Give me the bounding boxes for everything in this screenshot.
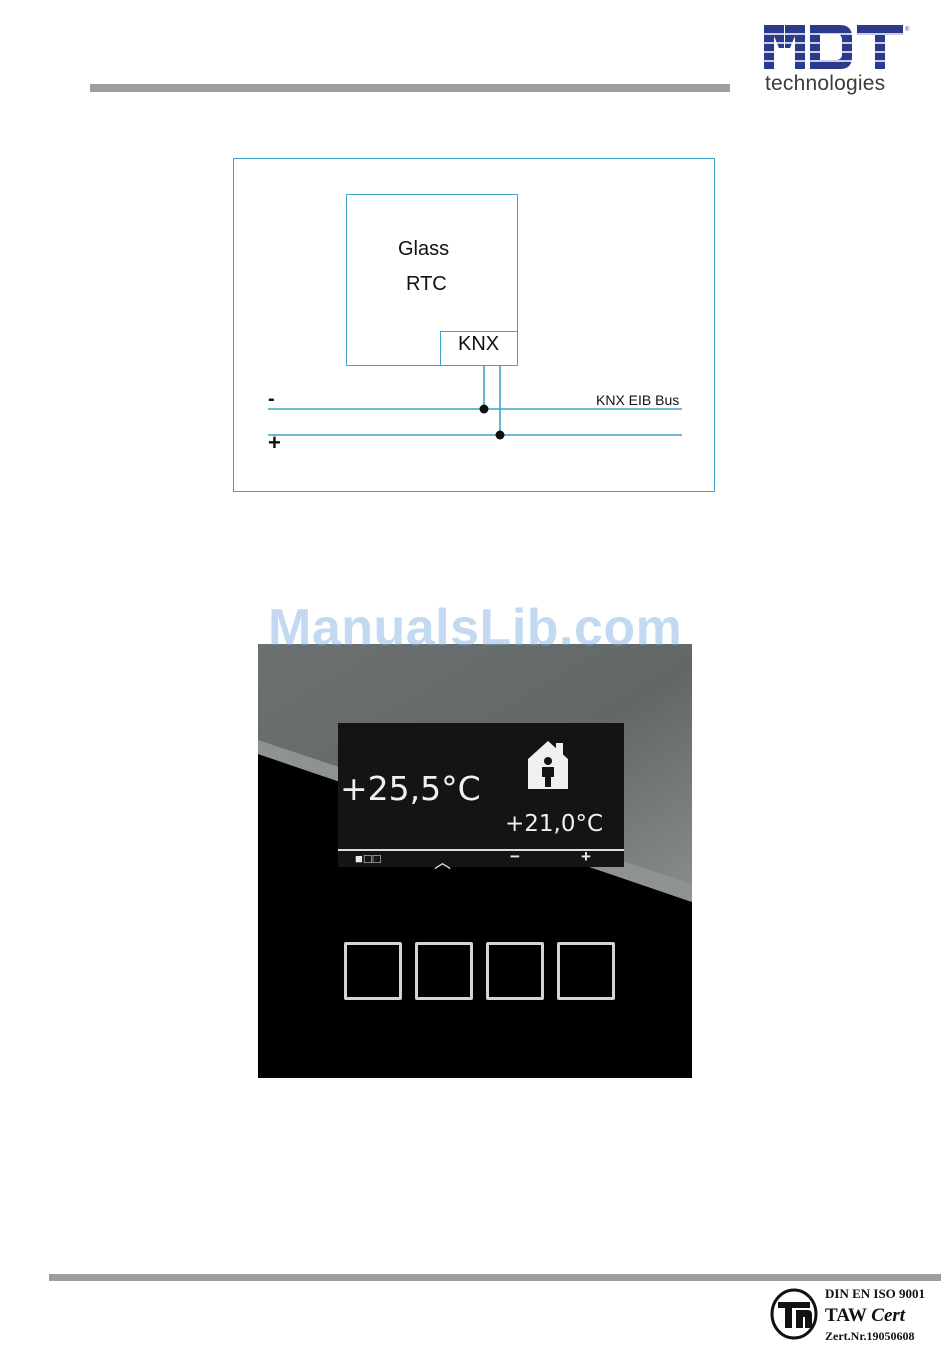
bus-plus-label: + xyxy=(268,430,281,456)
watermark: ManualsLib.com xyxy=(268,598,682,658)
cert-standard: DIN EN ISO 9001 xyxy=(825,1286,925,1302)
touch-key-1[interactable] xyxy=(344,942,402,1000)
cert-number: Zert.Nr.19050608 xyxy=(825,1329,915,1344)
actual-temperature: +25,5°C xyxy=(340,769,481,808)
touch-key-4[interactable] xyxy=(557,942,615,1000)
junction-minus xyxy=(480,405,489,414)
bus-wires xyxy=(0,0,950,520)
bus-label: KNX EIB Bus xyxy=(596,392,679,408)
footer-rule xyxy=(49,1274,941,1281)
bus-minus-label: - xyxy=(268,388,275,411)
plus-softkey-label: + xyxy=(581,847,591,867)
menu-indicator: ■□□ xyxy=(355,851,382,866)
taw-cert-logo xyxy=(770,1288,818,1340)
cert-body: TAW Cert xyxy=(825,1305,905,1327)
minus-softkey-label: − xyxy=(510,847,520,867)
touch-key-2[interactable] xyxy=(415,942,473,1000)
setpoint-temperature: +21,0°C xyxy=(505,811,603,837)
touch-key-3[interactable] xyxy=(486,942,544,1000)
presence-house-icon xyxy=(528,741,576,791)
up-softkey-label: ︿ xyxy=(434,848,451,873)
junction-plus xyxy=(496,431,505,440)
